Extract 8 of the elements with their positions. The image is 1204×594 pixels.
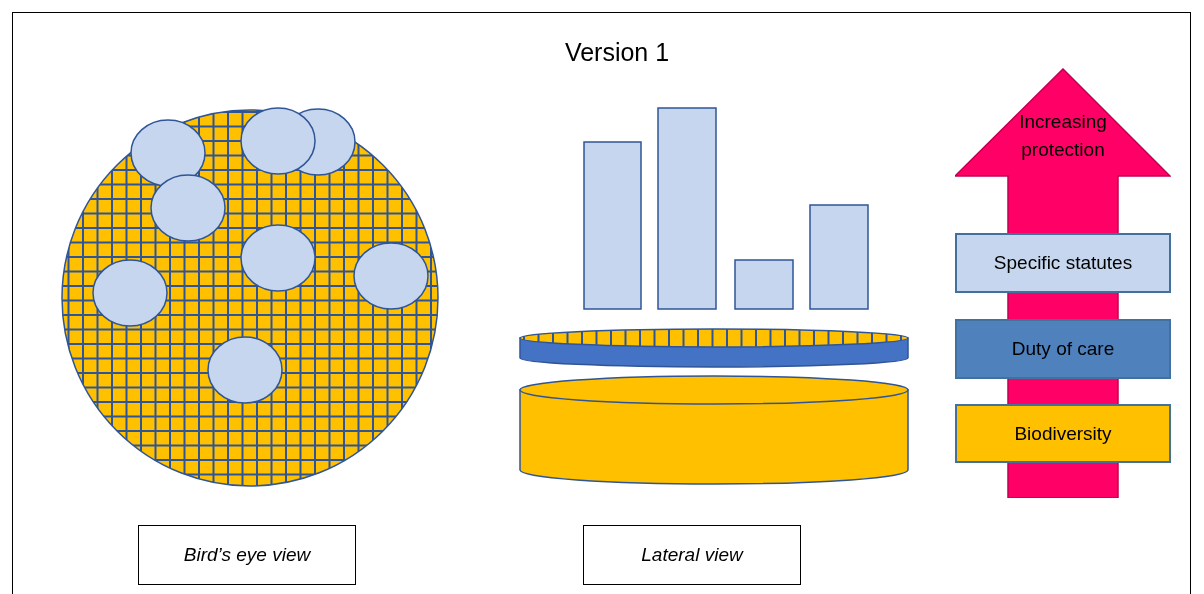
- level-box: Duty of care: [955, 319, 1171, 379]
- caption-box: Bird’s eye view: [138, 525, 356, 585]
- up-arrow: [955, 68, 1171, 498]
- level-box: Biodiversity: [955, 404, 1171, 463]
- caption-box: Lateral view: [583, 525, 801, 585]
- arrow-label: Increasing protection: [1018, 110, 1108, 162]
- diagram-title: Version 1: [563, 38, 671, 67]
- level-box: Specific statutes: [955, 233, 1171, 293]
